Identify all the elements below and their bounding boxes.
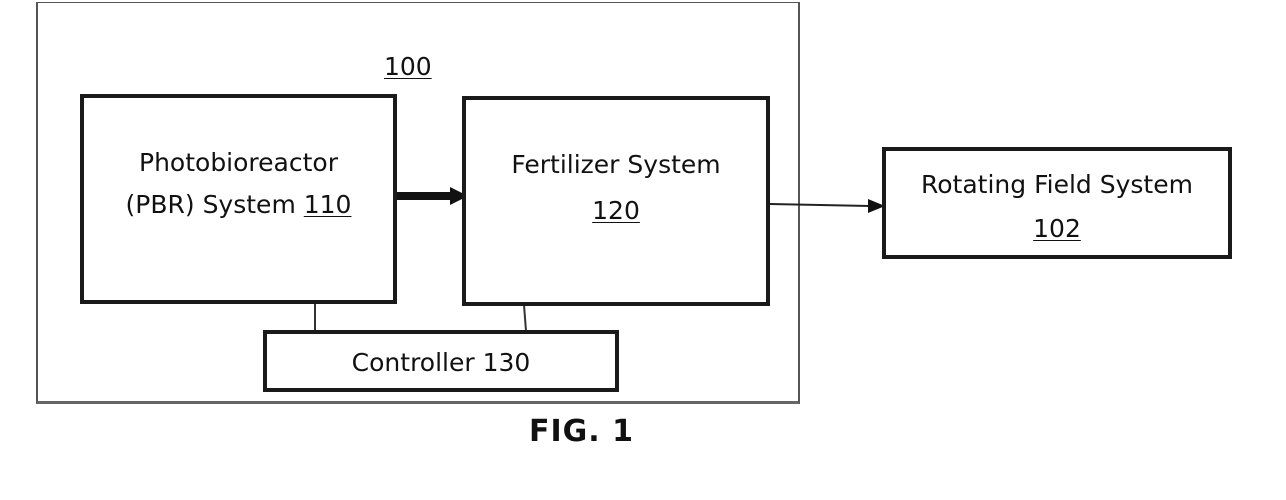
controller-link-fertilizer — [524, 305, 526, 331]
rotating-field-system-title: Rotating Field System — [886, 168, 1228, 202]
rotating-field-system-box: Rotating Field System 102 — [882, 147, 1232, 259]
fertilizer-system-box: Fertilizer System 120 — [462, 96, 770, 306]
fertilizer-to-field-arrow-shaft — [770, 204, 870, 206]
fertilizer-system-ref: 120 — [592, 196, 640, 225]
rotating-field-system-ref-line: 102 — [886, 212, 1228, 246]
pbr-system-box: Photobioreactor (PBR) System 110 — [80, 94, 397, 304]
pbr-system-subtitle: (PBR) System 110 — [84, 188, 393, 222]
fertilizer-system-ref-line: 120 — [466, 194, 766, 228]
pbr-system-ref: 110 — [304, 190, 352, 219]
controller-label: Controller 130 — [267, 346, 615, 380]
fertilizer-system-title: Fertilizer System — [466, 148, 766, 182]
pbr-system-title: Photobioreactor — [84, 146, 393, 180]
figure-caption: FIG. 1 — [529, 414, 634, 449]
rotating-field-system-ref: 102 — [1033, 214, 1081, 243]
controller-box: Controller 130 — [263, 330, 619, 392]
